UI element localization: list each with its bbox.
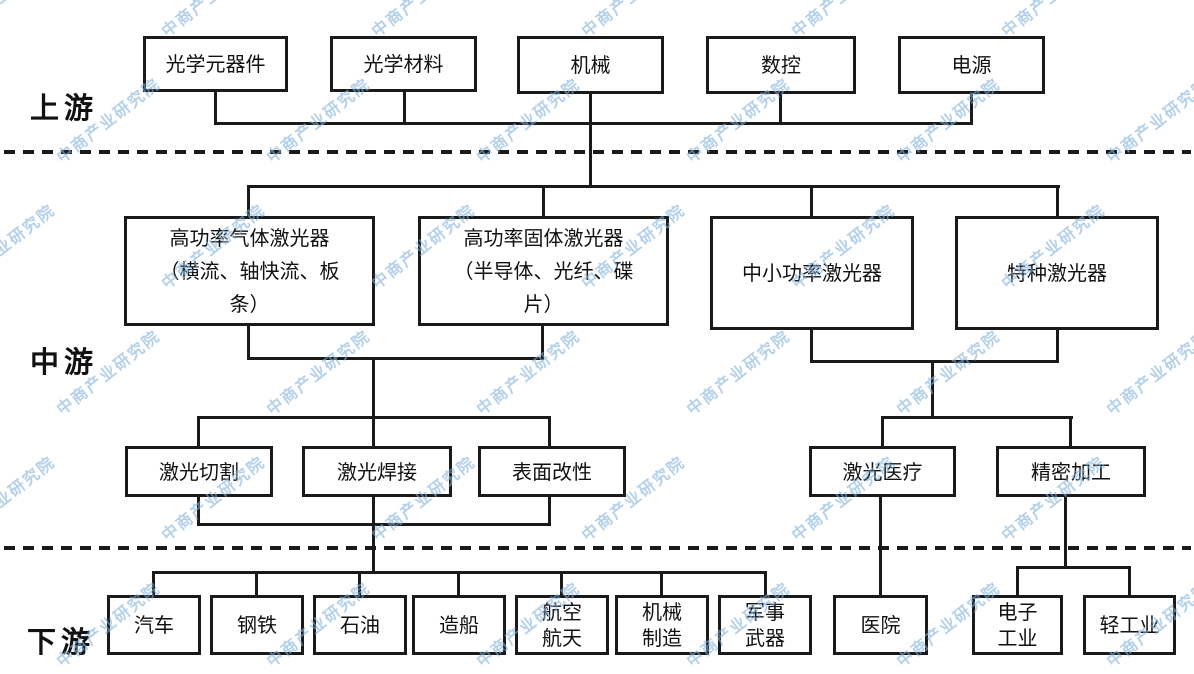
watermark-text: 中商产业研究院 bbox=[682, 326, 794, 419]
label-upstream: 上游 bbox=[30, 91, 99, 125]
box-surface-modification: 表面改性 bbox=[478, 446, 626, 497]
cbi-logo-icon bbox=[658, 404, 692, 438]
watermark-text: 中商产业研究院 bbox=[1102, 326, 1194, 419]
cbi-logo-icon bbox=[1078, 404, 1112, 438]
box-laser-cutting: 激光切割 bbox=[125, 446, 273, 497]
box-precision-machining: 精密加工 bbox=[996, 446, 1146, 497]
watermark-item: 中商产业研究院 bbox=[238, 323, 375, 437]
cbi-logo-icon bbox=[868, 404, 902, 438]
cbi-logo-icon bbox=[658, 152, 692, 186]
watermark-item: 中商产业研究院 bbox=[448, 323, 585, 437]
cbi-logo-icon bbox=[1078, 152, 1112, 186]
watermark-item: 中商产业研究院 bbox=[1078, 71, 1194, 185]
divider-upstream-midstream bbox=[4, 150, 1191, 154]
box-petroleum: 石油 bbox=[313, 595, 407, 655]
box-laser-welding: 激光焊接 bbox=[302, 446, 452, 497]
box-hospital: 医院 bbox=[833, 595, 928, 655]
cbi-logo-icon bbox=[448, 656, 482, 674]
watermark-item: 中商产业研究院 bbox=[1078, 323, 1194, 437]
box-steel: 钢铁 bbox=[210, 595, 304, 655]
box-cnc: 数控 bbox=[706, 36, 856, 94]
watermark-item: 中商产业研究院 bbox=[0, 197, 60, 311]
watermark-item: 中商产业研究院 bbox=[0, 0, 60, 59]
box-automobile: 汽车 bbox=[107, 595, 201, 655]
box-special-laser: 特种激光器 bbox=[955, 216, 1159, 330]
cbi-logo-icon bbox=[658, 656, 692, 674]
cbi-logo-icon bbox=[448, 404, 482, 438]
watermark-text: 中商产业研究院 bbox=[0, 200, 59, 293]
cbi-logo-icon bbox=[868, 152, 902, 186]
box-military-weapons: 军事 武器 bbox=[718, 595, 812, 655]
watermark-item: 中商产业研究院 bbox=[1183, 197, 1194, 311]
box-laser-medical: 激光医疗 bbox=[809, 446, 956, 497]
box-high-power-solid-laser: 高功率固体激光器 （半导体、光纤、碟 片） bbox=[418, 216, 669, 326]
box-electronics-industry: 电子 工业 bbox=[972, 595, 1063, 655]
cbi-logo-icon bbox=[238, 152, 272, 186]
box-power-supply: 电源 bbox=[898, 36, 1045, 94]
box-mid-small-power-laser: 中小功率激光器 bbox=[710, 216, 914, 330]
box-light-industry: 轻工业 bbox=[1083, 595, 1176, 655]
box-machinery: 机械 bbox=[517, 36, 664, 94]
cbi-logo-icon bbox=[1183, 26, 1194, 60]
cbi-logo-icon bbox=[238, 404, 272, 438]
cbi-logo-icon bbox=[28, 152, 62, 186]
cbi-logo-icon bbox=[238, 656, 272, 674]
divider-midstream-downstream bbox=[4, 546, 1191, 550]
cbi-logo-icon bbox=[1183, 278, 1194, 312]
watermark-text: 中商产业研究院 bbox=[0, 0, 60, 42]
watermark-text: 中商产业研究院 bbox=[262, 326, 374, 419]
box-machinery-manufacturing: 机械 制造 bbox=[615, 595, 709, 655]
watermark-item: 中商产业研究院 bbox=[868, 323, 1005, 437]
watermark-text: 中商产业研究院 bbox=[472, 326, 584, 419]
cbi-logo-icon bbox=[868, 656, 902, 674]
label-midstream: 中游 bbox=[30, 345, 99, 379]
box-shipbuilding: 造船 bbox=[412, 595, 506, 655]
label-downstream: 下游 bbox=[27, 625, 96, 659]
box-aerospace: 航空 航天 bbox=[515, 595, 609, 655]
cbi-logo-icon bbox=[28, 404, 62, 438]
watermark-text: 中商产业研究院 bbox=[0, 452, 59, 545]
box-optical-components: 光学元器件 bbox=[143, 36, 288, 92]
cbi-logo-icon bbox=[1078, 656, 1112, 674]
watermark-item: 中商产业研究院 bbox=[1183, 0, 1194, 59]
watermark-item: 中商产业研究院 bbox=[658, 323, 795, 437]
box-high-power-gas-laser: 高功率气体激光器 （横流、轴快流、板 条） bbox=[124, 216, 375, 326]
watermark-text: 中商产业研究院 bbox=[892, 326, 1004, 419]
cbi-logo-icon bbox=[448, 152, 482, 186]
box-optical-materials: 光学材料 bbox=[330, 36, 477, 92]
